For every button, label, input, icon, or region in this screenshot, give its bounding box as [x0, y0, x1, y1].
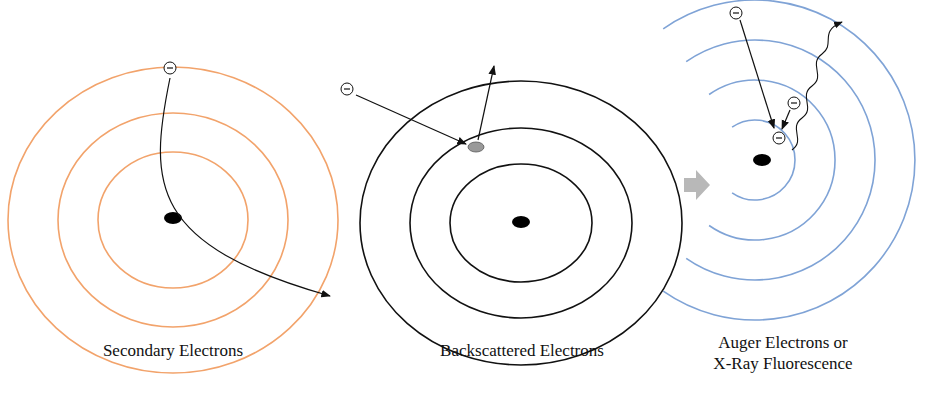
backscatter-atom: [360, 81, 682, 365]
auger-shells: [663, 0, 915, 320]
nucleus: [164, 212, 182, 224]
nucleus: [512, 216, 530, 228]
caption-label: Backscattered Electrons: [402, 340, 642, 361]
photon-wave: [792, 22, 842, 150]
electron-symbol: [773, 132, 785, 144]
electron-symbol: [730, 7, 742, 19]
electron-symbol: [788, 97, 800, 109]
electron-symbol: [341, 83, 353, 95]
incoming-arrow: [356, 95, 466, 144]
bound-electron: [468, 142, 484, 152]
caption-label: Auger Electrons or X-Ray Fluorescence: [711, 332, 856, 375]
nucleus: [753, 154, 771, 166]
electron-path: [160, 78, 330, 296]
transition-arrow: [782, 110, 790, 129]
electron-symbol: [164, 62, 176, 74]
incoming-arrow: [740, 20, 774, 128]
scattered-arrow: [478, 66, 494, 140]
caption-label: Secondary Electrons: [58, 340, 288, 361]
secondary-atom: [8, 67, 338, 373]
transition-arrow: [684, 170, 710, 200]
